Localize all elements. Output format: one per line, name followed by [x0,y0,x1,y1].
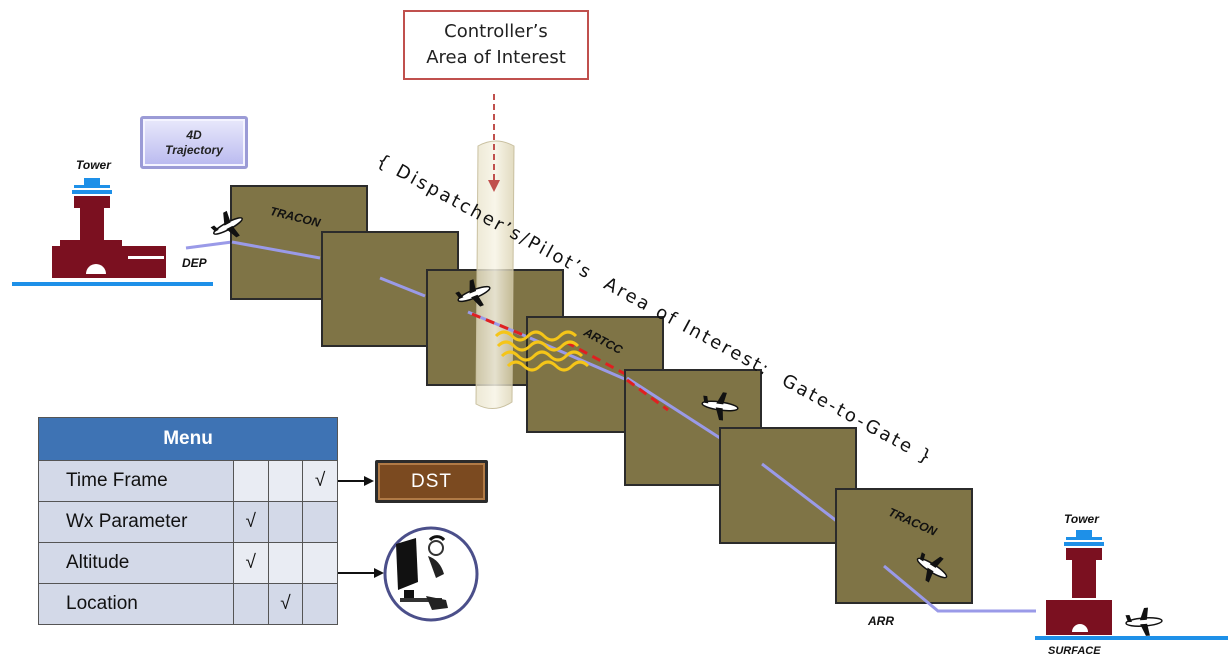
controller-area-callout: Controller’s Area of Interest [403,10,589,80]
menu-row-time-frame[interactable]: Time Frame √ [38,460,338,502]
surface-label: SURFACE [1048,645,1101,657]
panel-7 [835,488,973,604]
airplane-icon [455,279,491,307]
control-tower-icon [52,178,166,278]
menu-title: Menu [38,417,338,461]
dst-button[interactable]: DST [375,460,488,503]
menu-row-label: Time Frame [38,460,234,502]
airplane-icon [701,392,739,421]
callout-line-2: Area of Interest [426,47,566,68]
menu-row-label: Altitude [38,542,234,584]
menu-check-cell[interactable]: √ [267,583,304,625]
menu-check-cell[interactable] [267,542,304,584]
menu-check-cell[interactable]: √ [232,542,269,584]
trajectory-seg-2 [379,276,426,298]
menu-check-cell[interactable] [267,501,304,543]
controller-workstation-icon [383,526,479,622]
arr-label: ARR [868,614,894,628]
trajectory-seg-1 [231,240,321,260]
menu-check-cell[interactable] [302,583,338,625]
menu-check-cell[interactable] [267,460,304,502]
menu-row-altitude[interactable]: Altitude √ [38,542,338,584]
menu-check-cell[interactable] [232,583,269,625]
tower-right-label: Tower [1064,512,1099,526]
menu-check-cell[interactable]: √ [232,501,269,543]
menu-row-label: Location [38,583,234,625]
deviation-route-1 [471,312,527,338]
airplane-icon [210,210,243,238]
trajectory-seg-5 [626,376,721,440]
menu-check-cell[interactable]: √ [302,460,338,502]
arrow-icon [338,568,384,578]
trajectory-4d-label-2: Trajectory [165,142,223,157]
trajectory-4d-label-1: 4D [186,127,202,142]
airplane-icon [1125,607,1163,636]
menu-table: Menu Time Frame √ Wx Parameter √ Altitud… [38,417,338,625]
dep-label: DEP [182,256,207,270]
trajectory-dep [185,240,233,250]
weather-wave-icon [494,330,590,372]
dst-label: DST [411,470,452,492]
menu-check-cell[interactable] [302,542,338,584]
deviation-route-3 [626,378,669,412]
menu-check-cell[interactable] [302,501,338,543]
trajectory-arr [883,564,1036,613]
menu-row-location[interactable]: Location √ [38,583,338,625]
callout-line-1: Controller’s [444,21,548,42]
control-tower-icon [1046,530,1112,635]
trajectory-seg-6 [761,462,839,524]
tower-left-label: Tower [76,158,111,172]
deviation-route-2 [565,340,628,377]
menu-row-label: Wx Parameter [38,501,234,543]
trajectory-4d-button[interactable]: 4D Trajectory [140,116,248,169]
airplane-icon [916,552,948,583]
menu-row-wx-parameter[interactable]: Wx Parameter √ [38,501,338,543]
menu-check-cell[interactable] [232,460,269,502]
arrow-icon [338,476,374,486]
